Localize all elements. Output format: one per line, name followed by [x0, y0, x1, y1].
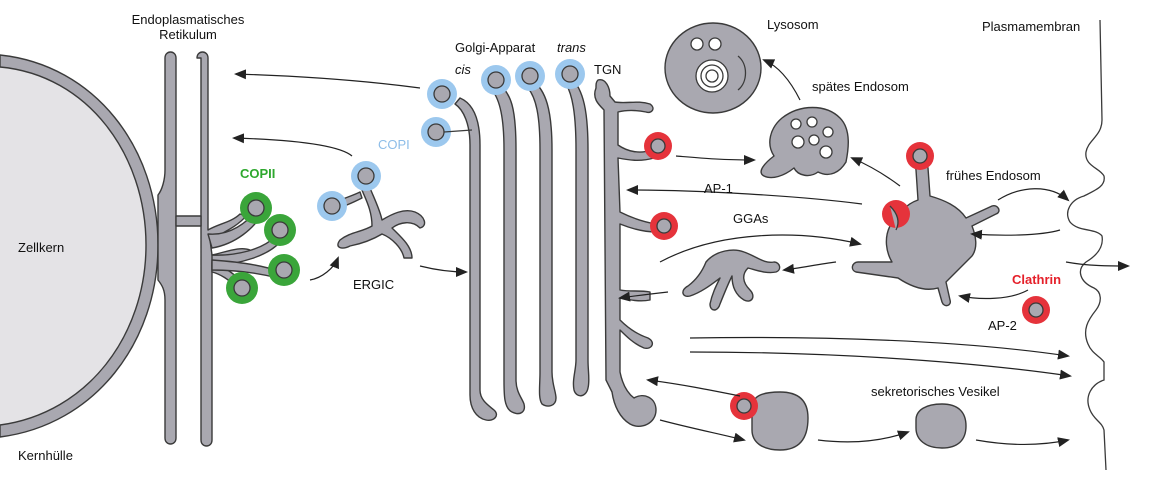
arrow-early-to-tgn-ap1 — [628, 190, 862, 204]
ggas-label: GGAs — [733, 211, 768, 226]
arrow-pm-to-endosome — [1066, 262, 1128, 266]
er-label-line2: Retikulum — [118, 27, 258, 42]
arrow-tgn-to-late-endosome — [676, 156, 754, 160]
golgi-trans-cisterna — [566, 76, 589, 396]
tgn-label: TGN — [594, 62, 621, 77]
golgi-cisterna-3 — [528, 80, 556, 406]
arrow-late-endosome-to-lysosome — [764, 60, 800, 100]
arrow-vesicle-to-pm — [976, 440, 1068, 445]
late-endosome — [761, 108, 848, 178]
er-label: Endoplasmatisches Retikulum — [118, 12, 258, 42]
arrow-plasma-to-early-2 — [960, 290, 1028, 298]
copii-label: COPII — [240, 166, 275, 181]
golgi-cis-cisterna — [455, 98, 496, 420]
secretory-vesicle — [916, 404, 966, 448]
copi-label: COPI — [378, 137, 410, 152]
lysosome-label: Lysosom — [767, 17, 819, 32]
secretory-vesicle-budding — [752, 392, 808, 450]
recycling-endosome — [683, 250, 780, 310]
arrow-tgn-to-early-ggas — [660, 235, 860, 262]
arrow-plasma-to-early — [972, 230, 1060, 235]
er-connection — [176, 216, 201, 226]
ergic-label: ERGIC — [353, 277, 394, 292]
arrow-vesicle-to-vesicle — [818, 432, 908, 442]
tgn — [595, 80, 656, 427]
arrow-ergic-to-golgi — [420, 266, 466, 272]
arrow-pm-to-tgn — [648, 380, 740, 396]
arrow-early-to-sorting — [784, 262, 836, 270]
arrow-tgn-to-pm-2 — [690, 352, 1070, 376]
cis-label: cis — [455, 62, 471, 77]
er-cisterna-right — [197, 52, 250, 446]
arrow-tgn-to-vesicle — [660, 420, 744, 440]
arrow-tgn-to-pm-1 — [690, 338, 1068, 356]
clathrin-label: Clathrin — [1012, 272, 1061, 287]
early-endosome — [852, 161, 999, 305]
early-endosome-label: frühes Endosom — [946, 168, 1041, 183]
arrow-er-to-ergic — [310, 258, 338, 280]
late-endosome-label: spätes Endosom — [812, 79, 909, 94]
arrow-early-to-plasma — [998, 189, 1068, 200]
ap1-label: AP-1 — [704, 181, 733, 196]
golgi-cisterna-2 — [492, 82, 524, 414]
nucleus-label: Zellkern — [18, 240, 64, 255]
er-label-line1: Endoplasmatisches — [118, 12, 258, 27]
arrow-endosome-to-late — [852, 158, 900, 186]
secretory-vesicle-label: sekretorisches Vesikel — [871, 384, 1000, 399]
golgi-label: Golgi-Apparat — [455, 40, 535, 55]
er-cisterna-left — [158, 52, 176, 444]
ap2-label: AP-2 — [988, 318, 1017, 333]
plasma-membrane — [1068, 20, 1106, 470]
trans-label: trans — [557, 40, 586, 55]
plasma-membrane-label: Plasmamembran — [982, 19, 1080, 34]
nuclear-envelope-label: Kernhülle — [18, 448, 73, 463]
arrow-ergic-to-er — [234, 138, 352, 156]
arrow-golgi-to-er-1 — [236, 74, 420, 88]
